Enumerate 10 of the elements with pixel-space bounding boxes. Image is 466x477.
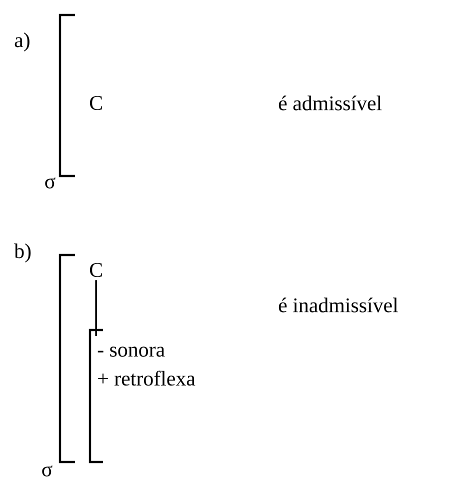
label-text: é inadmissível xyxy=(278,298,398,312)
label-text: a) xyxy=(14,32,30,52)
feature-matrix: - sonora + retroflexa xyxy=(98,346,196,386)
label-text: σ xyxy=(45,178,56,188)
label-text: b) xyxy=(14,244,31,262)
label-text: σ xyxy=(42,466,52,476)
segment-symbol: C xyxy=(90,262,102,278)
association-line xyxy=(95,280,97,336)
label-text: é admissível xyxy=(278,96,382,110)
segment-symbol: C xyxy=(90,96,102,110)
